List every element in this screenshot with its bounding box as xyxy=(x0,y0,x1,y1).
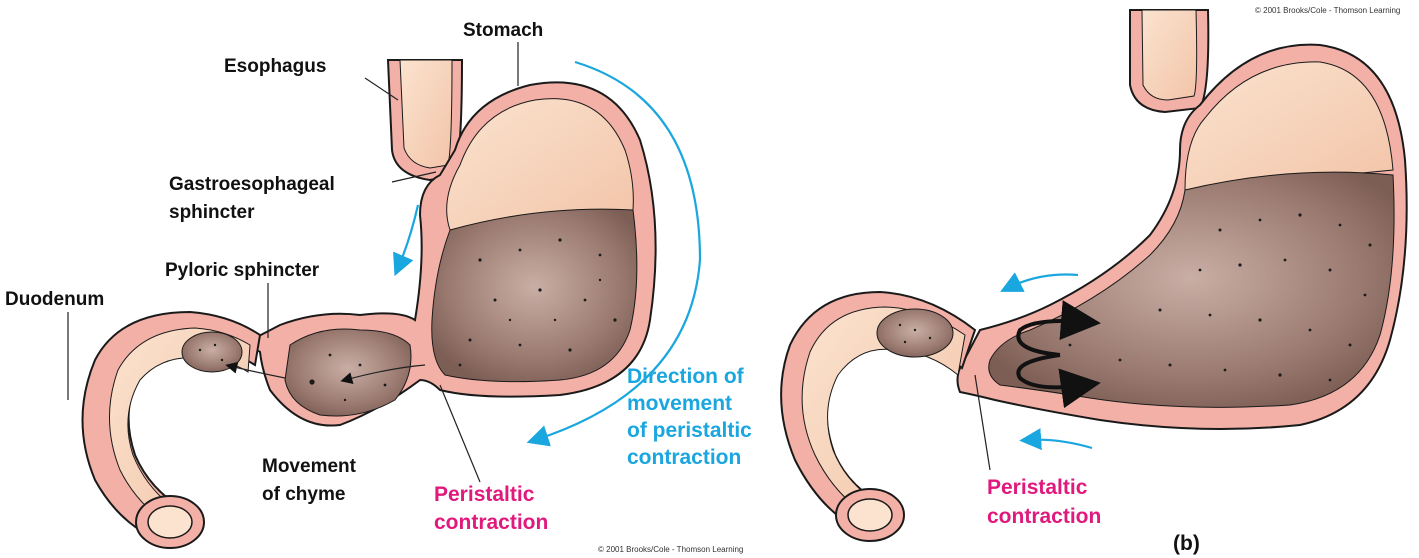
label-esophagus: Esophagus xyxy=(224,56,326,77)
copyright-top: © 2001 Brooks/Cole - Thomson Learning xyxy=(1255,6,1400,15)
label-peristaltic-b-1: Peristaltic xyxy=(987,476,1088,499)
retro-arrow-cyan-top xyxy=(1008,275,1078,288)
chyme-antrum-a xyxy=(285,329,411,416)
label-gastro-1: Gastroesophageal xyxy=(169,174,335,195)
label-direction-2: movement xyxy=(627,392,732,415)
peristalsis-arrow-small-a xyxy=(398,205,418,268)
label-duodenum: Duodenum xyxy=(5,289,104,310)
label-gastro-2: sphincter xyxy=(169,202,255,223)
label-peristaltic-a-2: contraction xyxy=(434,511,548,534)
chyme-stomach-b xyxy=(989,172,1394,407)
retro-arrow-cyan-bottom xyxy=(1028,440,1092,448)
label-chyme-2: of chyme xyxy=(262,484,345,505)
copyright-bottom: © 2001 Brooks/Cole - Thomson Learning xyxy=(598,545,743,554)
panel-label-b: (b) xyxy=(1173,532,1200,555)
label-pyloric: Pyloric sphincter xyxy=(165,260,320,281)
label-peristaltic-b-2: contraction xyxy=(987,505,1101,528)
label-direction-4: contraction xyxy=(627,446,741,469)
chyme-stomach-a xyxy=(432,209,637,381)
panel-b: Peristaltic contraction (b) © 2001 Brook… xyxy=(781,6,1407,555)
label-direction-1: Direction of xyxy=(627,365,745,388)
label-stomach: Stomach xyxy=(463,20,543,41)
chyme-duodenum-a xyxy=(182,332,242,372)
panel-a: Stomach Esophagus Gastroesophageal sphin… xyxy=(5,20,752,554)
chyme-duodenum-b xyxy=(877,309,953,357)
label-direction-3: of peristaltic xyxy=(627,419,752,442)
label-chyme-1: Movement xyxy=(262,456,357,477)
label-peristaltic-a-1: Peristaltic xyxy=(434,483,535,506)
